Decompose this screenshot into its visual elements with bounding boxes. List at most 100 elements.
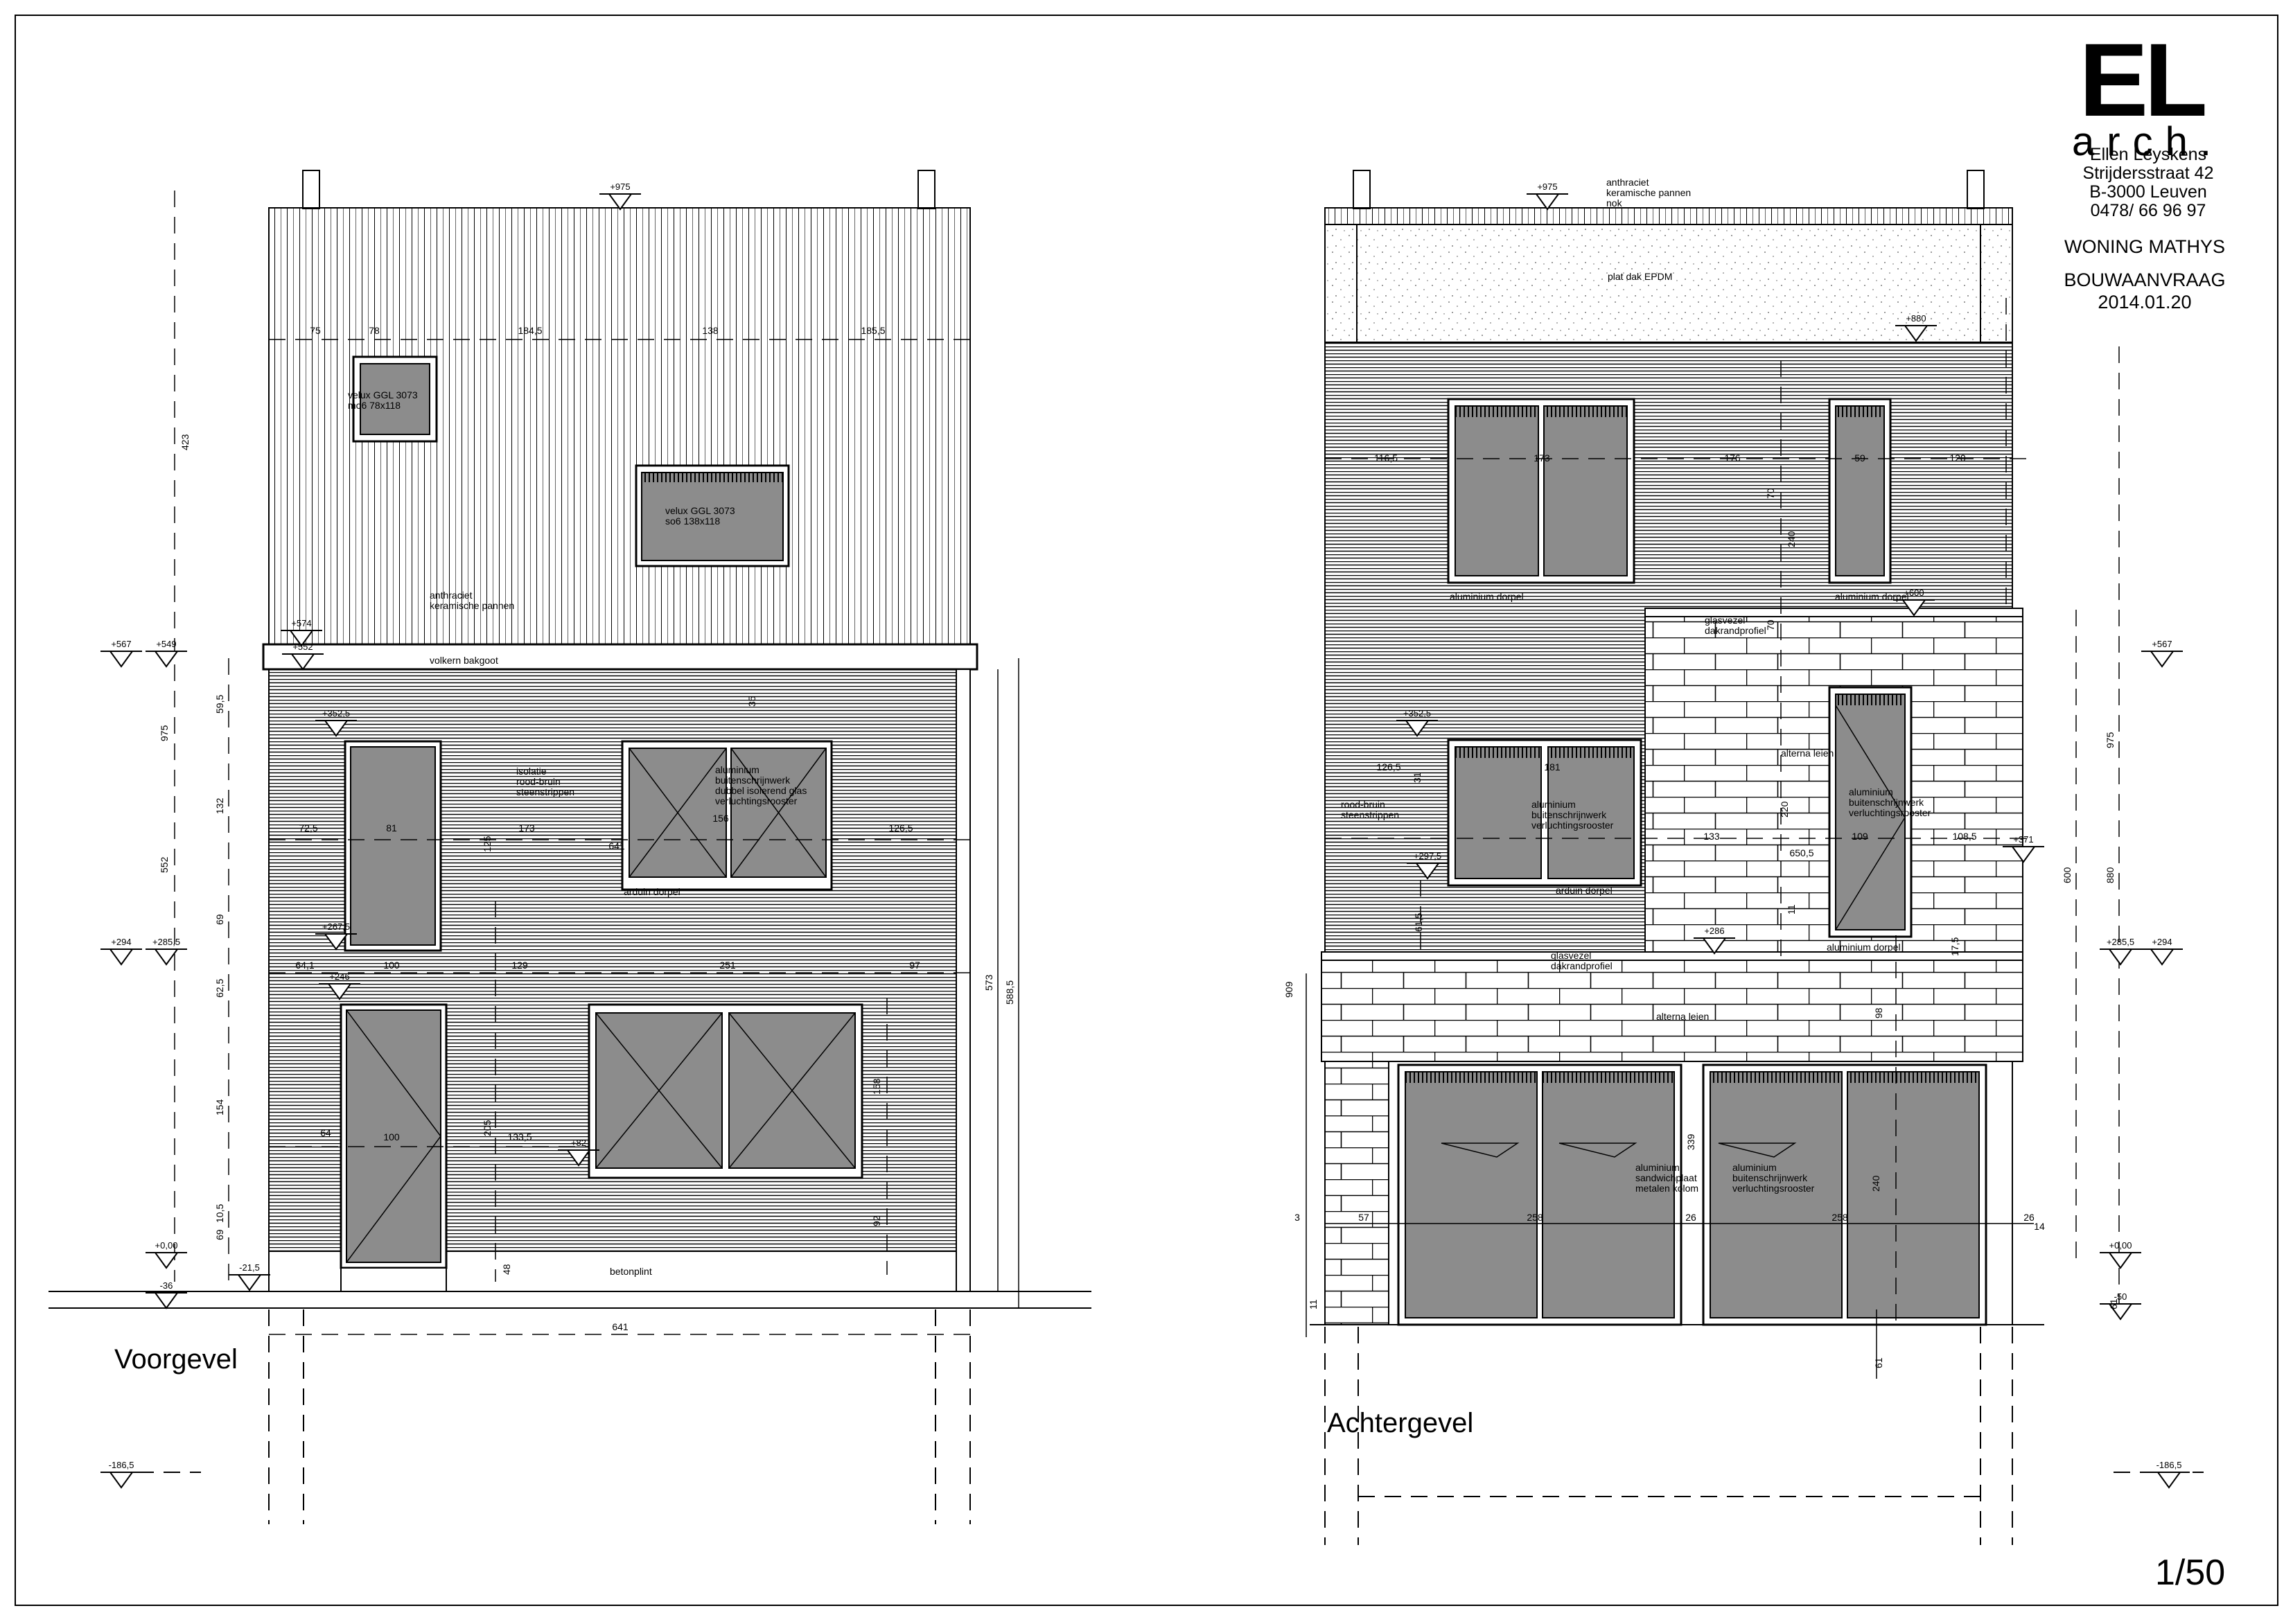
window-label: buitenschrijnwerk xyxy=(1531,809,1607,820)
sill-label: arduin dorpel xyxy=(624,886,680,897)
dimension-label: 641 xyxy=(612,1321,629,1332)
address-line: 0478/ 66 96 97 xyxy=(2090,201,2206,220)
gutter-label: volkern bakgoot xyxy=(430,655,498,666)
plinth-label: betonplint xyxy=(610,1266,652,1277)
front-gutter xyxy=(262,643,978,671)
level-label: +880 xyxy=(1906,313,1926,324)
project-date: 2014.01.20 xyxy=(2098,292,2192,312)
level-marker xyxy=(1535,193,1560,211)
dimension-label: 100 xyxy=(383,960,400,971)
window-label: buitenschrijnwerk xyxy=(715,775,791,786)
level-label: +285,5 xyxy=(152,937,180,947)
dimension-label: 109 xyxy=(1852,831,1868,842)
level-label: +574 xyxy=(291,618,311,628)
back-chimney-left xyxy=(1353,170,1371,209)
level-label: -36 xyxy=(160,1280,173,1291)
level-label: +600 xyxy=(1904,588,1924,598)
roof-label: anthraciet xyxy=(430,590,473,601)
dimension-label: 339 xyxy=(1685,1133,1696,1150)
dimension-label: 70 xyxy=(1765,488,1776,499)
dimension-label: 11 xyxy=(1786,904,1797,915)
dimension-label: 72,5 xyxy=(299,822,317,833)
dimension-label: 59,5 xyxy=(214,695,225,714)
back-roof-edge xyxy=(1324,207,2013,225)
velux-label: velux GGL 3073 xyxy=(348,389,418,400)
material-label: dakrandprofiel xyxy=(1705,625,1766,636)
window-label: aluminium xyxy=(715,764,759,775)
level-label: +975 xyxy=(610,182,630,192)
dimension-label: 108,5 xyxy=(1952,831,1976,842)
dimension-label: 75 xyxy=(310,325,321,336)
level-marker xyxy=(608,193,633,211)
material-label: metalen kolom xyxy=(1635,1183,1698,1194)
logo-subtitle: arch. xyxy=(2072,119,2224,164)
dimension-label: 423 xyxy=(179,434,191,450)
level-marker xyxy=(2108,1252,2133,1269)
dimension-label: 880 xyxy=(2105,867,2116,883)
dimension-label: 181 xyxy=(1544,761,1561,773)
dimension-label: 132 xyxy=(214,797,225,814)
material-label: steenstrippen xyxy=(1341,809,1399,820)
back-elevation xyxy=(1306,170,2204,1545)
dimension-label: 78 xyxy=(369,325,380,336)
level-label: +286 xyxy=(1704,926,1724,936)
dimension-label: 69 xyxy=(214,914,225,925)
dimension-label: 154 xyxy=(214,1099,225,1115)
dimension-label: 600 xyxy=(2062,867,2073,883)
level-label: -50 xyxy=(2114,1291,2127,1302)
level-marker xyxy=(154,948,179,966)
dimension-label: 975 xyxy=(2105,732,2116,748)
dimension-label: 126,5 xyxy=(1376,761,1400,773)
window-label: verluchtingsrooster xyxy=(715,795,798,806)
dimension-label: 220 xyxy=(1779,801,1790,818)
drawing-scale: 1/50 xyxy=(2155,1553,2226,1593)
dimension-label: 258 xyxy=(1831,1212,1848,1223)
level-marker xyxy=(154,1252,179,1269)
window-label: buitenschrijnwerk xyxy=(1732,1172,1808,1183)
level-marker xyxy=(109,948,134,966)
dimension-label: 62,5 xyxy=(214,979,225,998)
dimension-label: 173 xyxy=(1534,452,1550,464)
level-marker xyxy=(2150,651,2175,668)
dimension-label: 138 xyxy=(702,325,719,336)
velux-label: so6 138x118 xyxy=(665,515,720,527)
sill-label: arduin dorpel xyxy=(1556,885,1613,896)
level-marker xyxy=(154,1292,179,1309)
material-label: rood-bruin xyxy=(516,776,561,787)
dimension-label: 641 xyxy=(608,840,625,851)
dimension-label: 126,5 xyxy=(888,822,913,833)
dimension-label: 251 xyxy=(719,960,736,971)
dimension-label: 10,5 xyxy=(214,1204,225,1223)
back-glass-edge-2 xyxy=(1321,951,2023,961)
level-marker xyxy=(2108,948,2133,966)
level-label: +975 xyxy=(1537,182,1557,192)
level-label: -186,5 xyxy=(2156,1460,2182,1470)
back-elevation-title: Achtergevel xyxy=(1327,1408,1474,1438)
material-label: glasvezel xyxy=(1551,950,1591,961)
dimension-label: 975 xyxy=(159,725,170,741)
material-label: rood-bruin xyxy=(1341,799,1385,810)
velux-label: mo6 78x118 xyxy=(348,400,401,411)
dimension-label: 240 xyxy=(1786,531,1797,547)
dimension-label: 81 xyxy=(386,822,397,833)
level-label: -186,5 xyxy=(109,1460,134,1470)
dimension-label: 17,5 xyxy=(1949,937,1960,956)
dimension-label: 205 xyxy=(482,1120,493,1136)
dimension-label: 92 xyxy=(871,1215,882,1226)
level-label: +267,5 xyxy=(322,921,350,932)
dimension-label: 61 xyxy=(2108,1298,2119,1309)
window-label: verluchtingsrooster xyxy=(1849,807,1931,818)
level-label: -21,5 xyxy=(239,1262,260,1273)
level-label: +371 xyxy=(2013,834,2033,845)
dimension-label: 69 xyxy=(214,1229,225,1240)
back-flat-roof xyxy=(1324,224,2013,343)
dimension-label: 3 xyxy=(1294,1212,1300,1223)
roof-label: keramische pannen xyxy=(1606,187,1691,198)
level-label: +297,5 xyxy=(1414,851,1441,861)
address-line: Ellen Leyskens xyxy=(2089,145,2207,164)
dimension-label: 258 xyxy=(1527,1212,1543,1223)
dimension-label: 552 xyxy=(159,856,170,873)
logo-mark: EL xyxy=(2079,21,2208,138)
dimension-label: 909 xyxy=(1283,981,1294,998)
